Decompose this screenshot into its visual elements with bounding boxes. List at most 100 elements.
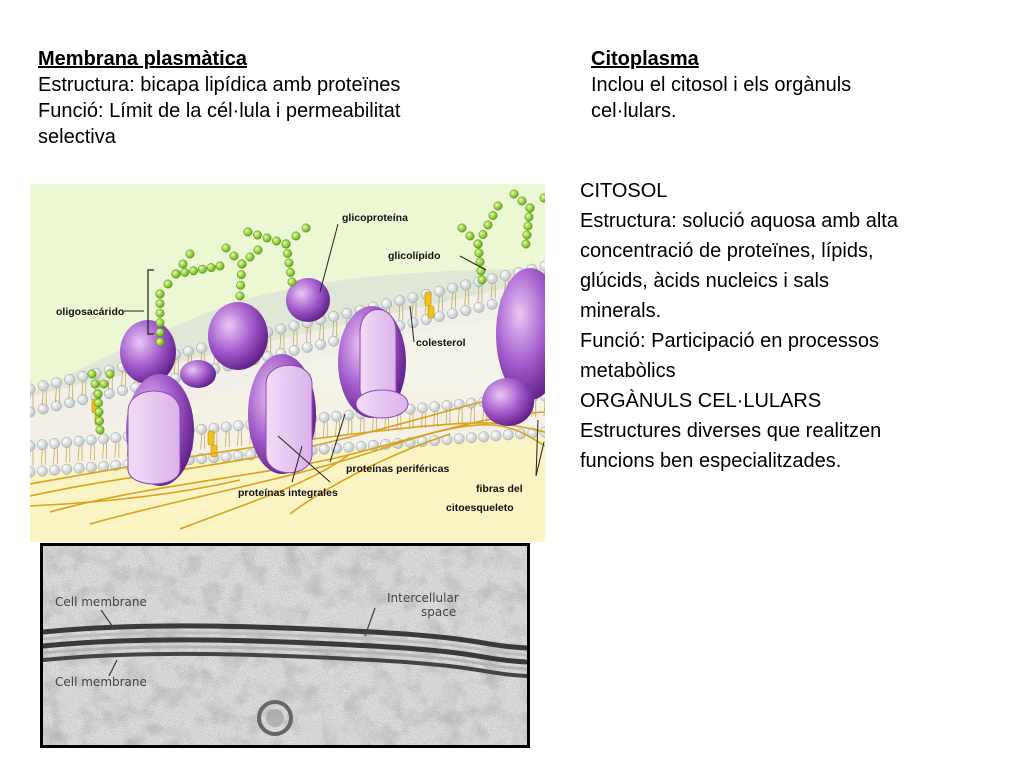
citosol-line: minerals.: [580, 300, 662, 322]
lipid-head: [460, 305, 472, 316]
organuls-line: Estructures diverses que realitzen: [580, 420, 882, 442]
lipid-head: [478, 431, 490, 443]
lipid-tail: [543, 400, 545, 417]
lipid-head: [85, 461, 97, 473]
lipid-head: [447, 282, 459, 294]
lipid-head: [37, 403, 49, 415]
lipid-tail: [68, 384, 71, 400]
sugar-unit: [253, 245, 263, 255]
sugar-unit: [493, 201, 503, 211]
sugar-unit: [236, 280, 246, 290]
lipid-head: [36, 465, 48, 477]
lipid-head: [73, 462, 85, 474]
sugar-unit: [215, 261, 225, 271]
sugar-unit: [185, 249, 195, 259]
sugar-unit: [301, 223, 311, 233]
lipid-tail: [384, 416, 386, 432]
citosol-line: concentració de proteïnes, lípids,: [580, 240, 874, 262]
lipid-head: [301, 341, 313, 353]
lipid-head: [473, 301, 485, 313]
lipid-tail: [470, 408, 472, 424]
lipid-head: [433, 311, 445, 323]
lipid-head: [103, 388, 115, 399]
sugar-unit: [522, 230, 532, 240]
sugar-unit: [477, 275, 487, 285]
lipid-tail: [292, 330, 295, 346]
sugar-unit: [474, 248, 484, 258]
label-space: space: [421, 605, 456, 619]
sugar-unit: [237, 259, 247, 269]
sugar-unit: [523, 221, 533, 231]
sugar-unit: [243, 227, 253, 237]
sugar-unit: [521, 239, 531, 249]
lipid-head: [233, 420, 244, 432]
sugar-unit: [178, 259, 188, 269]
lipid-head: [275, 323, 287, 335]
membrana-line: Estructura: bicapa lipídica amb proteïne…: [38, 74, 401, 96]
sugar-unit: [94, 407, 104, 417]
sugar-unit: [235, 291, 245, 301]
lipid-tail: [490, 283, 493, 299]
lipid-tail: [398, 305, 401, 321]
sugar-unit: [284, 258, 294, 268]
lipid-head: [49, 438, 60, 450]
lipid-head: [453, 433, 465, 445]
sugar-unit: [525, 203, 535, 213]
lipid-tail: [457, 409, 460, 425]
lipid-head: [73, 435, 85, 447]
sugar-unit: [87, 369, 97, 379]
sugar-unit: [155, 337, 165, 347]
label-proteinas-integrales: proteínas integrales: [238, 487, 338, 499]
micrograph-image: Cell membrane Intercellular space Cell m…: [43, 546, 527, 745]
lipid-head: [416, 402, 428, 414]
citoplasma-line: cel·lulars.: [591, 100, 677, 122]
lipid-head: [30, 406, 36, 418]
vesicle: [257, 700, 293, 736]
label-glicoproteina: glicoproteína: [342, 212, 408, 224]
label-intercellular: Intercellular: [387, 591, 459, 605]
membrana-title: Membrana plasmàtica: [38, 48, 247, 70]
lipid-head: [394, 295, 406, 307]
sugar-unit: [197, 264, 207, 274]
lipid-head: [460, 279, 472, 291]
citosol-heading: CITOSOL: [580, 180, 668, 202]
lipid-tail: [464, 289, 467, 305]
citosol-line: Estructura: solució aquosa amb alta: [580, 210, 898, 232]
sugar-unit: [286, 268, 295, 277]
lipid-tail: [322, 422, 325, 438]
sugar-unit: [99, 379, 109, 389]
lipid-head: [220, 451, 232, 463]
lipid-tail: [411, 302, 414, 318]
lipid-head: [30, 466, 36, 478]
sugar-unit: [189, 266, 199, 276]
lipid-head: [486, 298, 498, 310]
label-glicolipido: glicolípido: [388, 250, 441, 262]
lipid-tail: [65, 447, 68, 463]
lipid-head: [64, 397, 76, 409]
sugar-unit: [262, 233, 272, 243]
sugar-unit: [475, 257, 485, 267]
organuls-line: funcions ben especialitzades.: [580, 450, 842, 472]
lipid-head: [50, 377, 62, 389]
oligosaccharide-chains: [87, 189, 545, 435]
lipid-head: [196, 342, 208, 354]
lipid-tail: [371, 417, 374, 433]
lipid-head: [381, 298, 392, 310]
lipid-tail: [305, 327, 308, 343]
sugar-unit: [95, 416, 104, 426]
electron-micrograph: Cell membrane Intercellular space Cell m…: [40, 543, 530, 748]
sugar-unit: [287, 277, 297, 287]
lipid-head: [196, 423, 208, 435]
oligosaccharide-bracket: [147, 269, 154, 335]
lipid-tail: [200, 434, 203, 450]
sugar-unit: [90, 379, 100, 389]
lipid-head: [328, 311, 340, 322]
lipid-head: [318, 443, 330, 455]
sugar-unit: [221, 243, 231, 253]
lipid-head: [98, 433, 110, 445]
lipid-head: [50, 400, 62, 412]
lipid-tail: [477, 286, 480, 302]
micrograph-pointers: [100, 607, 376, 677]
membrane-diagram: glicoproteína glicolípido oligosacárido …: [30, 184, 545, 542]
lipid-head: [429, 401, 441, 413]
